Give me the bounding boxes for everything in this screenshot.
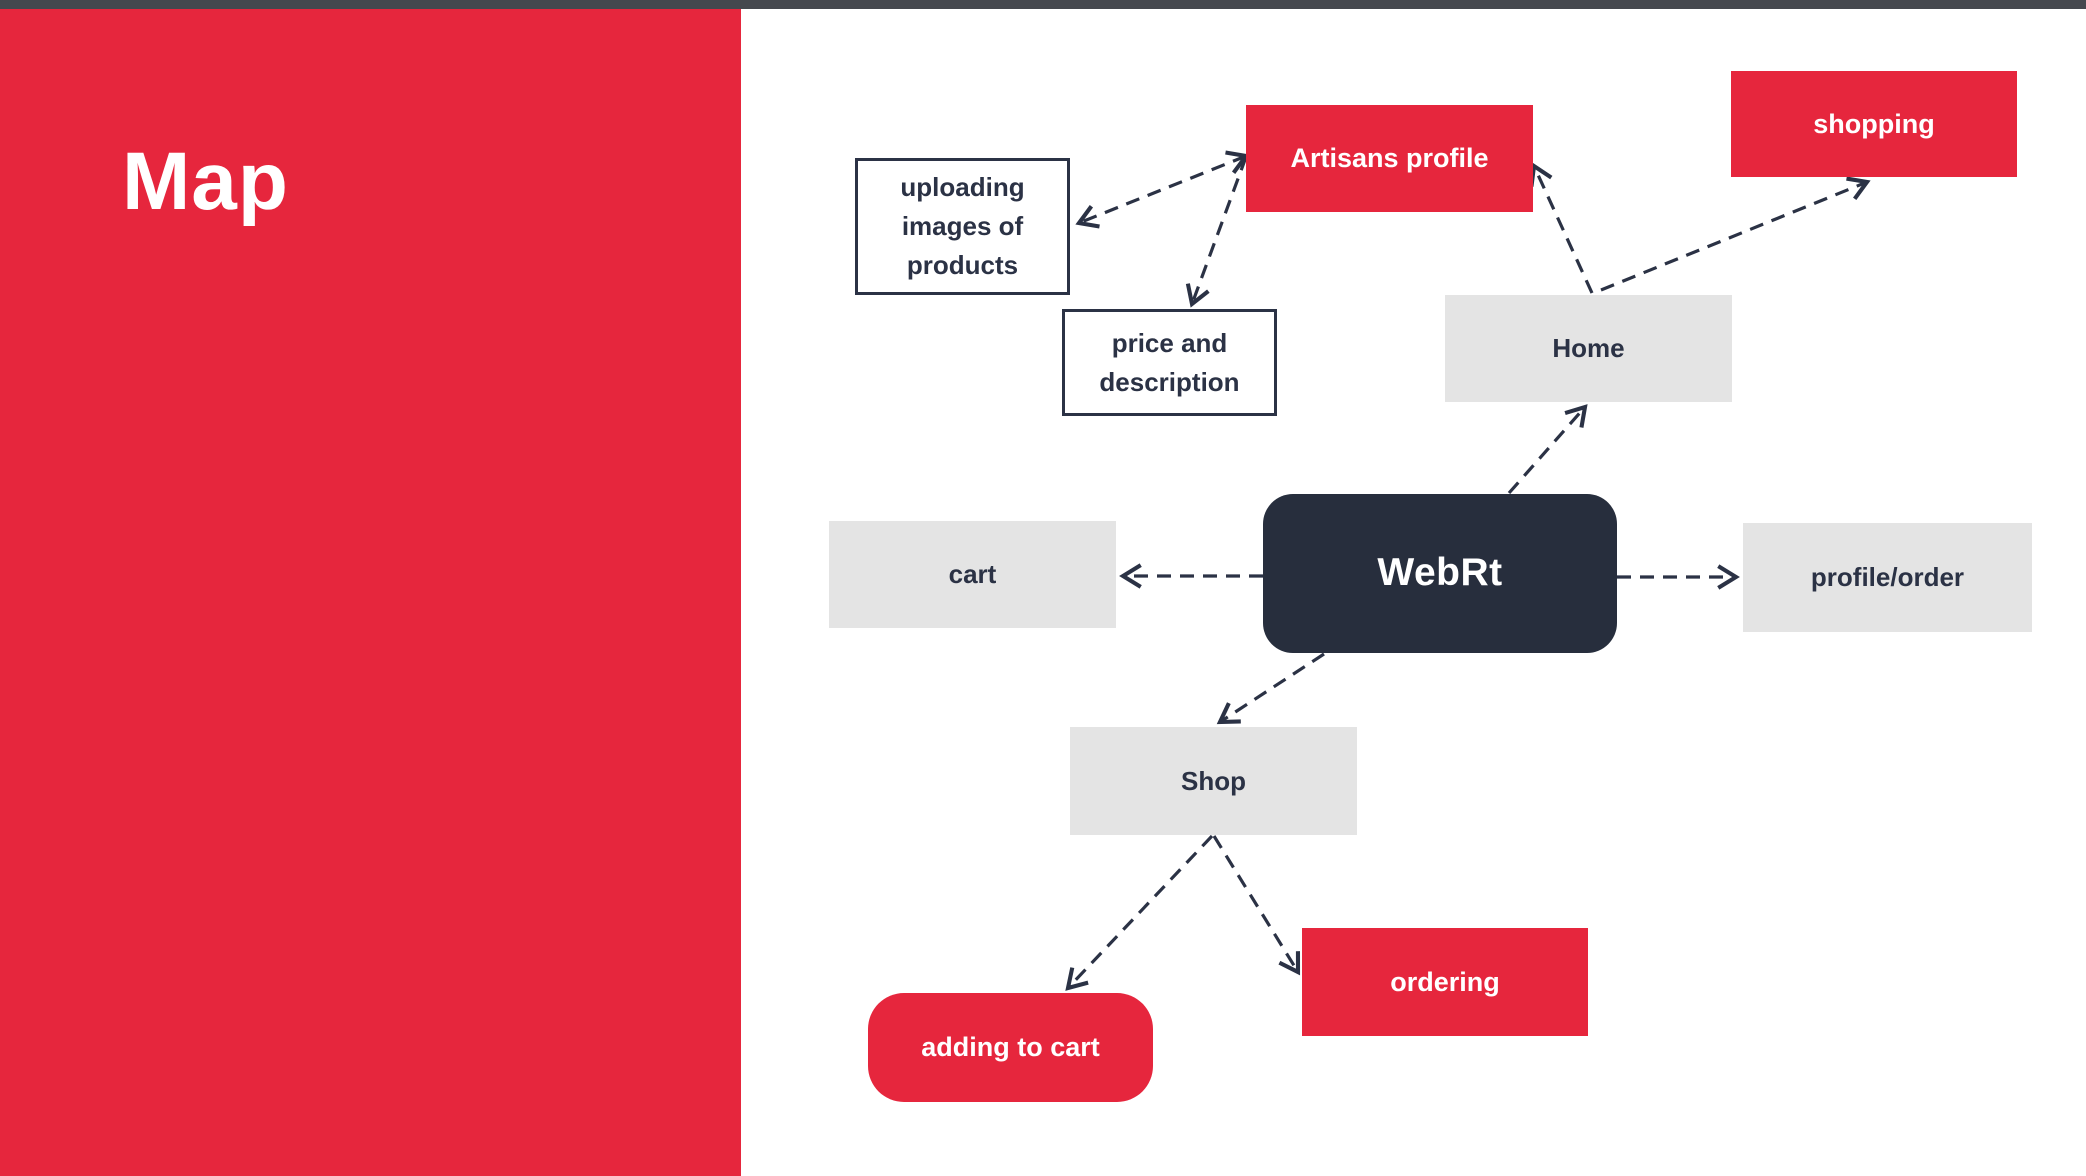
node-label-webrt: WebRt: [1377, 551, 1503, 595]
top-bar: [0, 0, 2086, 9]
node-adding-to-cart[interactable]: adding to cart: [868, 993, 1153, 1102]
node-label-artisans-profile: Artisans profile: [1290, 143, 1489, 174]
node-label-price-description: price and description: [1099, 327, 1240, 397]
node-label-shopping: shopping: [1813, 108, 1935, 139]
page-title: Map: [122, 136, 289, 227]
node-ordering[interactable]: ordering: [1302, 928, 1588, 1036]
node-cart[interactable]: cart: [829, 521, 1116, 628]
node-label-shop: Shop: [1181, 765, 1246, 796]
node-label-profile-order: profile/order: [1810, 562, 1965, 592]
node-artisans-profile[interactable]: Artisans profile: [1246, 105, 1533, 212]
sidebar: Map: [0, 9, 741, 1176]
node-label-home: Home: [1552, 333, 1625, 363]
node-label-ordering: ordering: [1390, 966, 1500, 997]
node-label-cart: cart: [948, 559, 997, 589]
node-home[interactable]: Home: [1445, 295, 1732, 402]
node-label-uploading-images: uploading images of products: [900, 172, 1025, 280]
node-price-description[interactable]: price and description: [1062, 309, 1277, 416]
node-shop[interactable]: Shop: [1070, 727, 1357, 835]
node-shopping[interactable]: shopping: [1731, 71, 2017, 177]
node-profile-order[interactable]: profile/order: [1743, 523, 2032, 632]
node-label-adding-to-cart: adding to cart: [921, 1032, 1100, 1063]
node-uploading-images[interactable]: uploading images of products: [855, 158, 1070, 295]
node-webrt[interactable]: WebRt: [1263, 494, 1617, 653]
